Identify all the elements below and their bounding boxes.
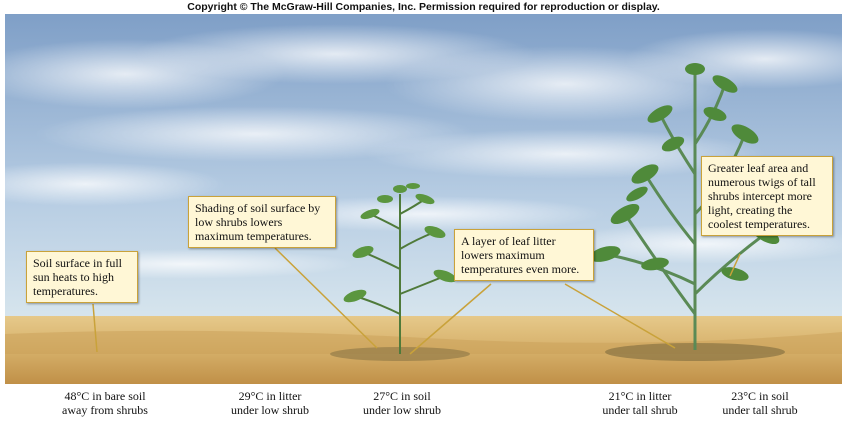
callout-line: temperatures even more. — [461, 262, 580, 276]
clouds — [5, 24, 842, 279]
caption-location: away from shrubs — [62, 403, 148, 417]
callout-line: Soil surface in full — [33, 256, 122, 270]
callout-tall-shrub-leaf-area: Greater leaf area and numerous twigs of … — [701, 156, 833, 236]
callout-line: Shading of soil surface by — [195, 201, 321, 215]
caption-low-shrub-litter: 29°C in litter under low shrub — [220, 389, 320, 417]
pointer-tall-shrub-canopy — [729, 253, 741, 277]
callout-line: shrubs intercept more — [708, 189, 812, 203]
callout-line: maximum temperatures. — [195, 229, 312, 243]
caption-temp: 27°C in soil — [373, 389, 431, 403]
callout-line: lowers maximum — [461, 248, 545, 262]
callout-line: numerous twigs of tall — [708, 175, 816, 189]
caption-temp: 21°C in litter — [608, 389, 672, 403]
litter-tall-shrub — [605, 343, 785, 361]
callout-line: temperatures. — [33, 284, 98, 298]
callout-line: sun heats to high — [33, 270, 114, 284]
caption-tall-shrub-soil: 23°C in soil under tall shrub — [710, 389, 810, 417]
callout-line: coolest temperatures. — [708, 217, 810, 231]
caption-temp: 29°C in litter — [238, 389, 302, 403]
caption-location: under low shrub — [231, 403, 309, 417]
callout-line: Greater leaf area and — [708, 161, 809, 175]
caption-temp: 48°C in bare soil — [64, 389, 146, 403]
callout-leaf-litter: A layer of leaf litter lowers maximum te… — [454, 229, 594, 281]
callout-line: light, creating the — [708, 203, 793, 217]
pointer-tall-shrub-litter — [564, 283, 676, 349]
callout-low-shrub-shading: Shading of soil surface by low shrubs lo… — [188, 196, 336, 248]
callout-line: low shrubs lowers — [195, 215, 283, 229]
pointer-bare-soil — [92, 303, 98, 353]
callout-full-sun: Soil surface in full sun heats to high t… — [26, 251, 138, 303]
callout-pointers — [92, 247, 741, 355]
scene-illustration — [5, 14, 842, 384]
caption-tall-shrub-litter: 21°C in litter under tall shrub — [590, 389, 690, 417]
desert-scene — [5, 14, 842, 384]
low-shrub-leaves — [343, 183, 457, 303]
caption-low-shrub-soil: 27°C in soil under low shrub — [352, 389, 452, 417]
caption-location: under low shrub — [363, 403, 441, 417]
caption-bare-soil: 48°C in bare soil away from shrubs — [50, 389, 160, 417]
pointer-low-shrub-soil — [409, 283, 492, 355]
caption-location: under tall shrub — [602, 403, 678, 417]
caption-temp: 23°C in soil — [731, 389, 789, 403]
callout-line: A layer of leaf litter — [461, 234, 556, 248]
pointer-low-shrub-litter — [274, 247, 378, 349]
caption-location: under tall shrub — [722, 403, 798, 417]
copyright-notice: Copyright © The McGraw-Hill Companies, I… — [187, 1, 660, 13]
